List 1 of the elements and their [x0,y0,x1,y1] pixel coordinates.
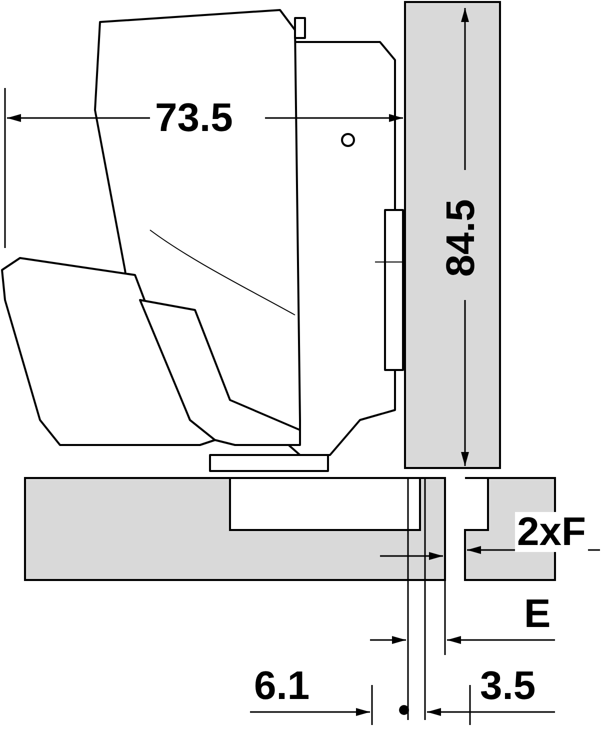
dimension-label: 2xF [515,512,588,552]
